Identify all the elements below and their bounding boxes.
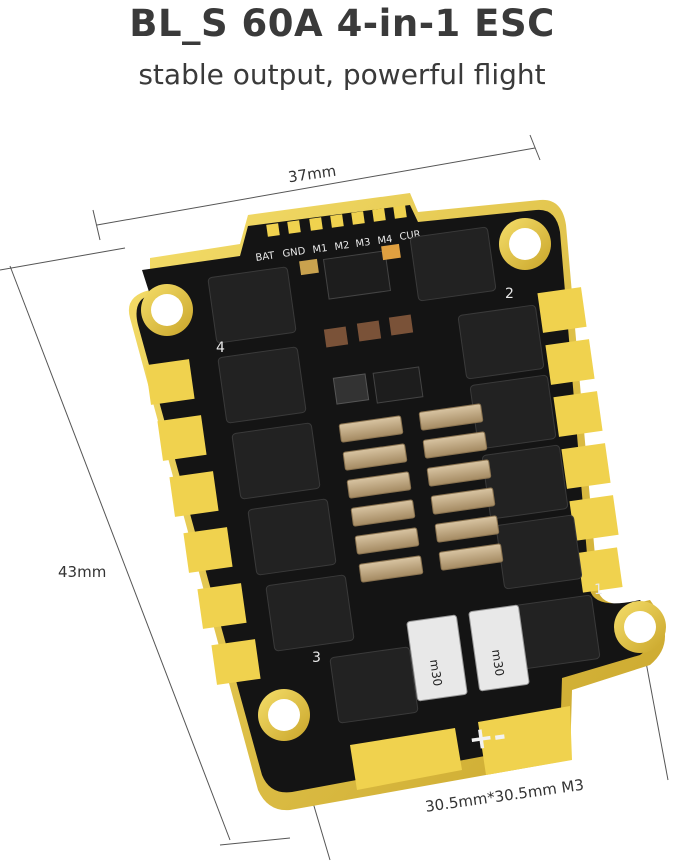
height-dimension-line [9,265,231,841]
motor-number-3: 3 [312,650,321,666]
pad-label-bat: BAT [255,250,276,264]
signal-pads [266,205,407,237]
mounting-holes [141,218,666,741]
pad-label-m3: M3 [355,237,371,250]
motor-numbers: 1 2 3 4 [216,286,603,666]
signal-pad-labels: BAT GND M1 M2 M3 M4 CUR [255,229,422,264]
pad-label-gnd: GND [282,246,307,260]
power-sign: +- [466,718,508,758]
height-dimension-label: 43mm [58,563,107,581]
mosfets-left [207,266,419,724]
shunt-label-right: m30 [489,648,507,677]
power-pads [350,706,572,790]
page-title: BL_S 60A 4-in-1 ESC [129,2,555,45]
motor-number-1: 1 [594,582,603,598]
motor-pads-left [145,359,261,685]
shunt-label-left: m30 [427,658,445,687]
pad-label-m1: M1 [312,243,328,256]
pad-label-m2: M2 [334,240,350,253]
capacitor-bank-right [418,403,504,571]
motor-number-2: 2 [505,286,514,302]
page-subtitle: stable output, powerful flight [138,58,546,91]
width-dimension-line [96,147,536,226]
pad-label-m4: M4 [377,234,393,247]
capacitor-bank-left [338,415,424,583]
mosfets-right [409,226,601,670]
shunt-resistors: m30 m30 [406,604,530,702]
motor-pads-right [537,287,623,593]
control-components [299,243,424,405]
motor-number-4: 4 [216,340,225,356]
